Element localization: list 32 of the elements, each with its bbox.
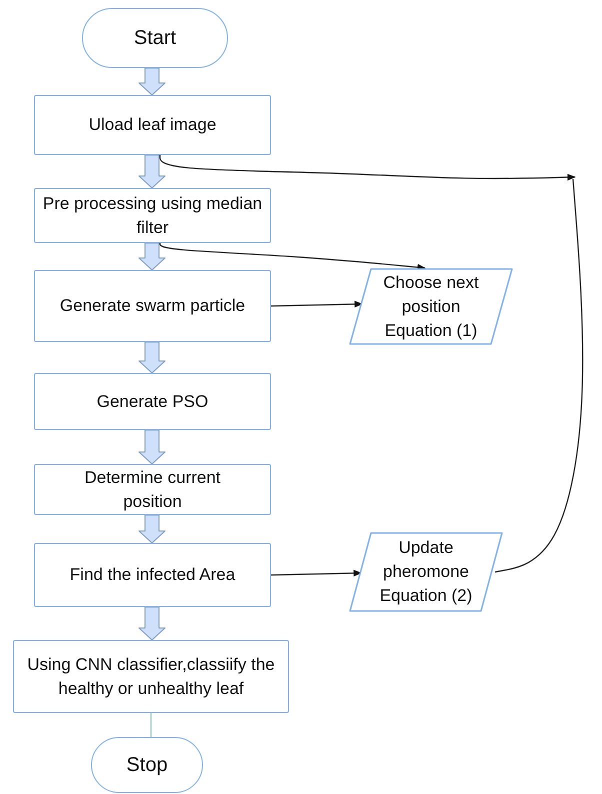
process-box	[34, 188, 271, 243]
io-parallelogram	[349, 268, 513, 345]
block-arrow	[138, 154, 166, 188]
node-label: Generate swarm particle	[60, 295, 246, 317]
connector-line	[150, 713, 152, 737]
block-arrow	[138, 242, 166, 270]
node-label: Using CNN classifier,classiify the healthy or unhealthy leaf	[26, 654, 276, 700]
process-box	[34, 95, 271, 155]
arrow	[270, 570, 362, 577]
node-label: Stop	[126, 753, 168, 777]
node-label: Determine current position	[83, 466, 222, 512]
process-box	[34, 543, 271, 607]
node-label: Find the infected Area	[70, 564, 236, 586]
node-label: Uload leaf image	[88, 114, 216, 136]
process-box	[34, 373, 271, 430]
node-label: Update pheromone Equation (2)	[378, 537, 474, 607]
arrow	[159, 242, 426, 271]
node-label: Generate PSO	[96, 390, 208, 412]
process-box	[34, 464, 271, 515]
process-box	[34, 270, 271, 342]
connector-line	[494, 178, 584, 573]
process-box	[13, 640, 289, 713]
io-parallelogram	[349, 532, 503, 612]
block-arrow	[138, 68, 166, 96]
block-arrow	[138, 342, 166, 374]
block-arrow	[138, 514, 166, 544]
node-label: Start	[134, 26, 176, 50]
node-label: Choose next position Equation (1)	[382, 272, 480, 342]
block-arrow	[138, 606, 166, 640]
arrow	[270, 300, 363, 308]
block-arrow	[138, 430, 166, 464]
node-label: Pre processing using median filter	[42, 192, 264, 238]
